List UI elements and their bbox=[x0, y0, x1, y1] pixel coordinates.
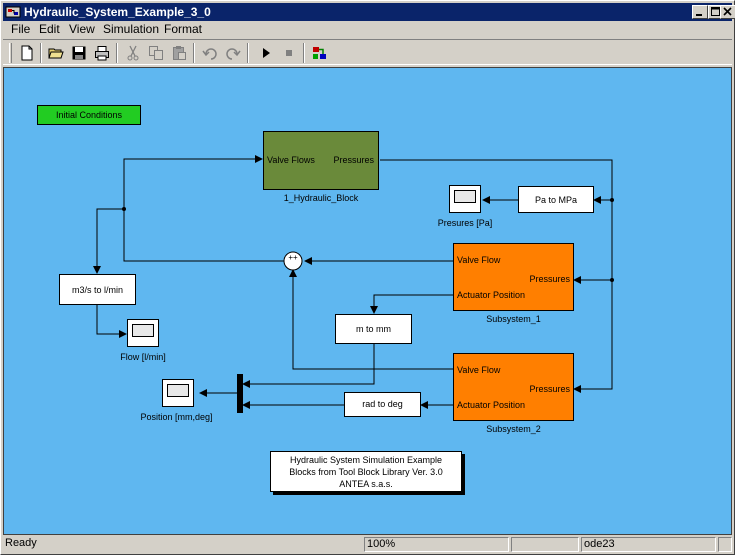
pressures-scope-label: Presures [Pa] bbox=[437, 218, 493, 228]
new-model-button[interactable] bbox=[16, 43, 38, 63]
close-icon bbox=[723, 7, 732, 16]
model-annotation[interactable]: Hydraulic System Simulation Example Bloc… bbox=[270, 451, 462, 492]
title-bar: Hydraulic_System_Example_3_0 bbox=[3, 3, 732, 21]
redo-button[interactable] bbox=[222, 43, 244, 63]
status-blank bbox=[511, 537, 579, 552]
subsystem-1-name: Subsystem_1 bbox=[486, 314, 541, 324]
menu-edit[interactable]: Edit bbox=[39, 22, 60, 36]
minimize-button[interactable] bbox=[692, 5, 708, 19]
scope-screen-icon bbox=[167, 384, 189, 397]
annotation-line-3: ANTEA s.a.s. bbox=[339, 479, 393, 489]
m-to-mm-label: m to mm bbox=[356, 324, 391, 334]
subsystem-1-actuator-port: Actuator Position bbox=[457, 290, 526, 300]
cut-button[interactable] bbox=[122, 43, 144, 63]
window-title: Hydraulic_System_Example_3_0 bbox=[24, 5, 211, 19]
pressures-scope[interactable] bbox=[449, 185, 481, 213]
status-bar: Ready 100% ode23 bbox=[3, 536, 732, 553]
undo-button[interactable] bbox=[199, 43, 221, 63]
scope-screen-icon bbox=[454, 190, 476, 203]
pa-to-mpa-block[interactable]: Pa to MPa bbox=[518, 186, 594, 213]
toolbar-separator bbox=[303, 43, 305, 63]
copy-button[interactable] bbox=[145, 43, 167, 63]
subsystem-2-name: Subsystem_2 bbox=[486, 424, 541, 434]
undo-icon bbox=[202, 48, 217, 60]
menu-format[interactable]: Format bbox=[164, 22, 203, 36]
toolbar-separator bbox=[247, 43, 249, 63]
flow-scope-label: Flow [l/min] bbox=[120, 352, 166, 362]
open-folder-icon bbox=[48, 48, 64, 59]
annotation-line-2: Blocks from Tool Block Library Ver. 3.0 bbox=[289, 467, 443, 477]
subsystem-1-valve-port: Valve Flow bbox=[457, 255, 501, 265]
cut-icon bbox=[127, 45, 139, 61]
save-model-button[interactable] bbox=[68, 43, 90, 63]
toolbar-separator bbox=[40, 43, 42, 63]
hydraulic-block[interactable]: Valve Flows Pressures bbox=[263, 131, 379, 190]
maximize-icon bbox=[711, 7, 720, 16]
menu-file[interactable]: File bbox=[11, 22, 31, 36]
subsystem-1-pressures-port: Pressures bbox=[529, 274, 570, 284]
status-state: Ready bbox=[5, 537, 37, 549]
library-browser-icon bbox=[313, 47, 326, 59]
hydraulic-block-name: 1_Hydraulic_Block bbox=[283, 193, 359, 203]
rad-to-deg-label: rad to deg bbox=[362, 399, 403, 409]
subsystem-2-valve-port: Valve Flow bbox=[457, 365, 501, 375]
menu-simulation[interactable]: Simulation bbox=[103, 22, 160, 36]
initial-conditions-block[interactable]: Initial Conditions bbox=[37, 105, 141, 125]
open-model-button[interactable] bbox=[45, 43, 67, 63]
start-simulation-icon bbox=[263, 48, 270, 58]
scope-screen-icon bbox=[132, 324, 154, 337]
stop-simulation-button[interactable] bbox=[278, 43, 300, 63]
menu-bar: File Edit View Simulation Format bbox=[3, 21, 732, 38]
hydraulic-out-port: Pressures bbox=[333, 155, 374, 165]
minimize-icon bbox=[696, 14, 702, 16]
new-file-icon bbox=[21, 45, 33, 61]
save-icon bbox=[72, 46, 86, 60]
print-icon bbox=[95, 46, 109, 61]
toolbar bbox=[3, 39, 732, 65]
m3s-to-lmin-block[interactable]: m3/s to l/min bbox=[59, 274, 136, 305]
paste-icon bbox=[173, 46, 186, 60]
simulink-app-icon bbox=[5, 4, 21, 20]
print-button[interactable] bbox=[91, 43, 113, 63]
status-solver: ode23 bbox=[581, 537, 716, 552]
signal-lines bbox=[93, 155, 614, 409]
subsystem-2-actuator-port: Actuator Position bbox=[457, 400, 526, 410]
copy-icon bbox=[149, 46, 163, 60]
subsystem-1-block[interactable]: Valve Flow Pressures Actuator Position bbox=[453, 243, 574, 311]
menu-view[interactable]: View bbox=[69, 22, 95, 36]
toolbar-separator bbox=[116, 43, 118, 63]
stop-simulation-icon bbox=[286, 50, 292, 56]
close-button[interactable] bbox=[720, 5, 735, 19]
model-canvas[interactable]: ++ Initial Conditions Valve Flows Pressu… bbox=[3, 67, 732, 535]
sum-signs: ++ bbox=[288, 253, 298, 262]
hydraulic-in-port: Valve Flows bbox=[267, 155, 315, 165]
subsystem-2-block[interactable]: Valve Flow Pressures Actuator Position bbox=[453, 353, 574, 421]
toolbar-separator bbox=[193, 43, 195, 63]
start-simulation-button[interactable] bbox=[255, 43, 277, 63]
resize-grip-icon[interactable] bbox=[718, 537, 732, 552]
pa-to-mpa-label: Pa to MPa bbox=[534, 195, 578, 205]
redo-icon bbox=[226, 48, 241, 60]
annotation-line-1: Hydraulic System Simulation Example bbox=[289, 455, 443, 465]
m-to-mm-block[interactable]: m to mm bbox=[335, 314, 412, 344]
paste-button[interactable] bbox=[168, 43, 190, 63]
library-browser-button[interactable] bbox=[309, 43, 331, 63]
status-zoom: 100% bbox=[364, 537, 509, 552]
toolbar-grip bbox=[9, 43, 12, 63]
position-scope-label: Position [mm,deg] bbox=[140, 412, 213, 422]
position-scope[interactable] bbox=[162, 379, 194, 407]
subsystem-2-pressures-port: Pressures bbox=[529, 384, 570, 394]
flow-scope[interactable] bbox=[127, 319, 159, 347]
m3s-to-lmin-label: m3/s to l/min bbox=[71, 285, 123, 295]
mux-block[interactable] bbox=[237, 374, 243, 413]
rad-to-deg-block[interactable]: rad to deg bbox=[344, 392, 421, 417]
